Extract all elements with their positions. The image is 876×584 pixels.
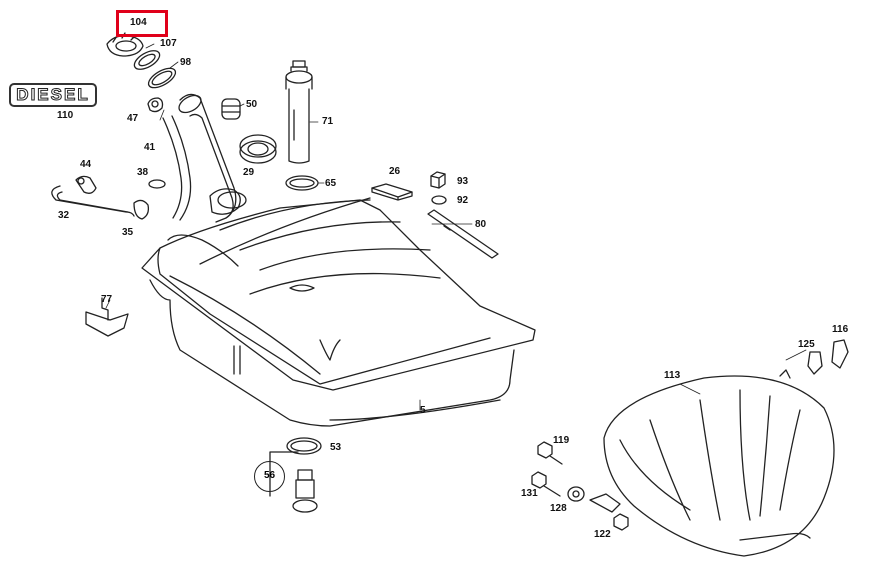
- label-50[interactable]: 50: [246, 99, 258, 110]
- label-71[interactable]: 71: [322, 116, 334, 127]
- label-93[interactable]: 93: [457, 176, 469, 187]
- screw-part: [531, 471, 561, 497]
- label-113[interactable]: 113: [664, 370, 681, 381]
- label-41[interactable]: 41: [144, 142, 156, 153]
- bracket-part: [85, 311, 129, 337]
- fuel-tank-part: [141, 197, 536, 427]
- retaining-clip-part: [831, 339, 849, 369]
- seal-ring-part: [239, 134, 277, 164]
- filler-neck-part: [178, 93, 247, 223]
- label-92[interactable]: 92: [457, 195, 469, 206]
- clamp-part: [75, 175, 97, 194]
- label-104[interactable]: 104: [130, 17, 147, 28]
- o-ring-part: [147, 67, 177, 89]
- label-107[interactable]: 107: [160, 38, 177, 49]
- label-5[interactable]: 5: [420, 405, 426, 416]
- label-47[interactable]: 47: [127, 113, 139, 124]
- gasket-ring-part: [133, 50, 161, 70]
- label-116[interactable]: 116: [832, 324, 849, 335]
- label-35[interactable]: 35: [122, 227, 134, 238]
- label-128[interactable]: 128: [550, 503, 567, 514]
- label-80[interactable]: 80: [475, 219, 487, 230]
- highlight-box: [116, 10, 168, 37]
- fuel-level-sender-part: [285, 60, 313, 164]
- label-65[interactable]: 65: [325, 178, 337, 189]
- washer-small-part: [431, 195, 447, 205]
- diesel-badge: DIESEL: [9, 83, 97, 107]
- label-29[interactable]: 29: [243, 167, 255, 178]
- heat-shield-part: [603, 369, 835, 557]
- label-44[interactable]: 44: [80, 159, 92, 170]
- label-26[interactable]: 26: [389, 166, 401, 177]
- mounting-bracket-part: [589, 493, 629, 531]
- sender-gasket-part: [285, 175, 319, 191]
- clip-part: [133, 199, 150, 220]
- bolt-part: [537, 441, 563, 465]
- label-125[interactable]: 125: [798, 339, 815, 350]
- label-131[interactable]: 131: [521, 488, 538, 499]
- drain-ring-part: [286, 437, 322, 455]
- washer-round-part: [567, 486, 585, 502]
- label-38[interactable]: 38: [137, 167, 149, 178]
- label-119[interactable]: 119: [553, 435, 570, 446]
- washer-part: [148, 179, 166, 189]
- hose-clip-part: [147, 97, 164, 113]
- label-110[interactable]: 110: [57, 110, 74, 121]
- label-122[interactable]: 122: [594, 529, 611, 540]
- callout-circle-56: 56: [254, 461, 285, 492]
- vent-hose-part: [162, 115, 192, 221]
- label-53[interactable]: 53: [330, 442, 342, 453]
- clip-small-part: [807, 351, 823, 375]
- tank-strap-part: [427, 209, 499, 259]
- nut-part: [430, 171, 446, 189]
- label-98[interactable]: 98: [180, 57, 192, 68]
- vent-line-part: [51, 185, 135, 217]
- leader-lines: [105, 43, 807, 411]
- drain-plug-part: [269, 451, 318, 513]
- label-77[interactable]: 77: [101, 294, 113, 305]
- rubber-pad-part: [371, 183, 413, 198]
- grommet-part: [221, 98, 241, 120]
- label-32[interactable]: 32: [58, 210, 70, 221]
